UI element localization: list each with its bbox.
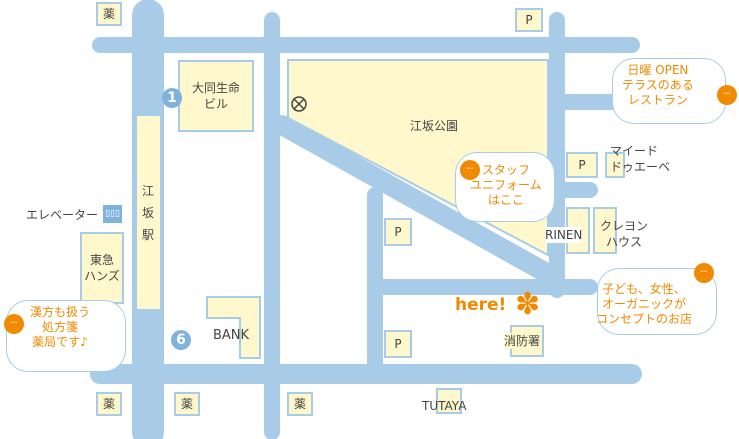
daido-building: 大同生命 ビル [178,60,254,132]
smile-face-icon: ᵕᵕ [694,263,714,283]
here-flower-icon: ✽ [515,287,541,322]
tutaya-building [436,388,462,414]
fire-station-label: 消防署 [504,333,541,349]
restaurant-text: 日曜 OPEN テラスのある レストラン [622,63,694,107]
crayon-label: クレヨン ハウス [600,219,649,249]
elevator-label: エレベーター [26,208,99,222]
staff-text: スタッフ ユニフォーム はここ [470,163,542,207]
pharmacy-marker: 薬 [96,392,122,416]
exit-6-badge: 6 [171,330,191,350]
parking-marker: P [384,218,412,246]
pharmacy-marker: 薬 [174,392,200,416]
parking-marker: P [384,330,412,358]
park-label: 江坂公園 [410,119,459,133]
parking-marker: P [566,152,598,178]
pharmacy-marker: 薬 [96,2,122,26]
exit-1-badge: 1 [162,88,182,108]
crayon-building [593,207,617,254]
station-label: 江坂駅 [141,184,154,242]
here-marker: here! [455,295,507,315]
mydo-building [605,152,625,178]
pharmacy-marker: 薬 [287,392,313,416]
rinen-label: RINEN [545,227,583,243]
tutaya-label: TUTAYA [422,399,467,413]
parking-marker: P [515,8,543,32]
tokyu-hands-building: 東急 ハンズ [80,232,124,304]
pharmacy-callout [6,300,126,372]
pharmacy-text: 漢方も扱う 処方箋 薬局です♪ [30,305,91,349]
crayon-note-text: 子ども、女性、 オーガニックが コンセプトのお店 [596,282,693,326]
elevator-icon: ▯▯▯ [103,205,122,223]
smile-face-icon: ᵕᵕ [717,85,737,105]
smile-face-icon: ᵕᵕ [4,314,24,334]
bank-label: BANK [213,328,250,343]
smile-face-icon: ᵕᵕ [460,160,480,180]
mydo-label: マイード ドゥエーベ [610,144,671,174]
